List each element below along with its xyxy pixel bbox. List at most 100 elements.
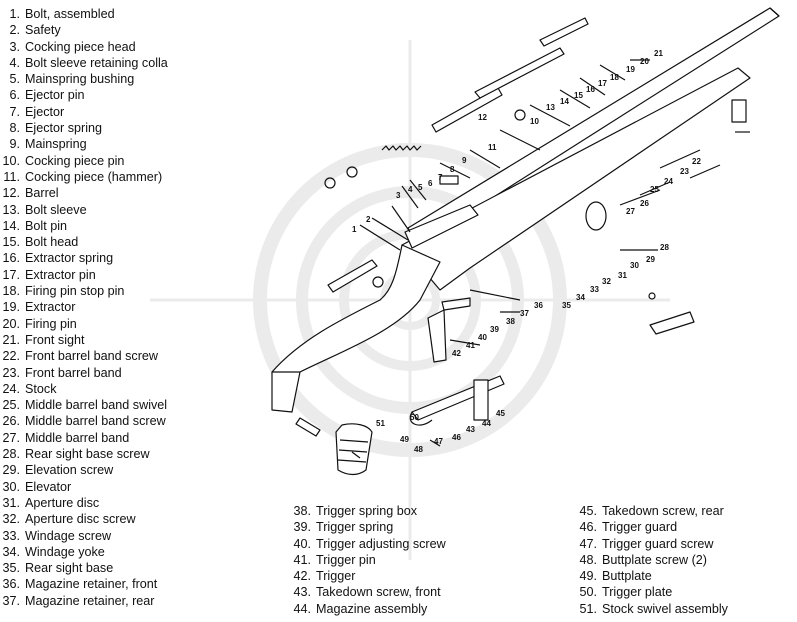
callout-23: 23 [680, 167, 689, 176]
legend-item-number: 10. [2, 153, 20, 168]
callout-28: 28 [660, 243, 669, 252]
legend-item-number: 40. [293, 536, 311, 551]
callout-26: 26 [640, 199, 649, 208]
callout-44: 44 [482, 419, 491, 428]
callout-50: 50 [410, 413, 419, 422]
callout-21: 21 [654, 49, 663, 58]
trigger-guard [411, 375, 505, 421]
legend-item: 8.Ejector spring [2, 120, 168, 136]
callout-5: 5 [418, 183, 423, 192]
callout-33: 33 [590, 285, 599, 294]
legend-item-number: 48. [579, 552, 597, 567]
legend-item-label: Mainspring [25, 137, 87, 152]
legend-item-label: Bolt sleeve retaining colla [25, 55, 168, 70]
stock-forend [401, 67, 751, 291]
buttplate [335, 423, 373, 476]
legend-item: 48. Buttplate screw (2) [573, 552, 728, 568]
callout-25: 25 [650, 185, 659, 194]
legend-item: 4.Bolt sleeve retaining colla [2, 55, 168, 71]
legend-item-number: 50. [579, 585, 597, 600]
legend-item-label: Front sight [25, 332, 85, 347]
legend-item-label: Trigger guard screw [602, 536, 714, 551]
callout-14: 14 [560, 97, 569, 106]
legend-item-label: Ejector spring [25, 121, 102, 136]
legend-item: 9.Mainspring [2, 136, 168, 152]
legend-item: 21. Front sight [2, 332, 168, 348]
mainspring [381, 145, 422, 151]
legend-item-number: 17. [2, 267, 20, 282]
legend-item-label: Front barrel band screw [25, 349, 158, 364]
callout-9: 9 [462, 156, 467, 165]
legend-item-label: Ejector pin [25, 88, 85, 103]
legend-item-number: 12. [2, 186, 20, 201]
legend-item-label: Extractor pin [25, 267, 96, 282]
legend-item-label: Trigger [316, 569, 356, 584]
callout-30: 30 [630, 261, 639, 270]
legend-item-number: 15. [2, 235, 20, 250]
callout-16: 16 [586, 85, 595, 94]
legend-item-label: Bolt, assembled [25, 7, 115, 21]
legend-item-label: Stock [25, 381, 57, 396]
legend-item-label: Bolt pin [25, 218, 68, 233]
legend-item-number: 16. [2, 251, 20, 266]
legend-item-number: 26. [2, 414, 20, 429]
legend-item: 27.Middle barrel band [2, 430, 168, 446]
legend-item-number: 5. [9, 72, 20, 87]
callout-15: 15 [574, 91, 583, 100]
legend-item: 20.Firing pin [2, 316, 168, 332]
callout-36: 36 [534, 301, 543, 310]
legend-item: 28.Rear sight base screw [2, 446, 168, 462]
callout-37: 37 [520, 309, 529, 318]
legend-item-label: Extractor [25, 300, 76, 315]
legend-item: 17. Extractor pin [2, 267, 168, 283]
legend-item-number: 38. [293, 504, 311, 518]
callout-12: 12 [478, 113, 487, 122]
legend-item-number: 35. [2, 561, 20, 576]
legend-item: 1.Bolt, assembled [2, 6, 168, 22]
legend-item-label: Middle barrel band swivel [25, 398, 168, 413]
legend-item-label: Cocking piece (hammer) [25, 169, 163, 184]
stock-butt [271, 244, 441, 413]
legend-item-number: 14. [2, 218, 20, 233]
legend-item-label: Magazine assembly [316, 601, 428, 616]
legend-item: 39.Trigger spring [287, 519, 446, 535]
legend-item: 45.Takedown screw, rear [573, 503, 728, 519]
legend-item-number: 29. [2, 463, 20, 478]
legend-item-label: Firing pin stop pin [25, 284, 125, 299]
callout-29: 29 [646, 255, 655, 264]
magazine [473, 379, 489, 421]
legend-item-label: Trigger guard [602, 520, 678, 535]
legend-item: 24.Stock [2, 381, 168, 397]
legend-item-number: 21. [2, 332, 20, 347]
legend-item: 2.Safety [2, 22, 168, 38]
legend-item-label: Buttplate screw (2) [602, 552, 707, 567]
legend-item-number: 22. [2, 349, 20, 364]
legend-item-label: Magazine retainer, rear [25, 593, 155, 608]
legend-item-label: Buttplate [602, 569, 652, 584]
legend-item-number: 6. [9, 88, 20, 103]
callout-13: 13 [546, 103, 555, 112]
callout-20: 20 [640, 57, 649, 66]
callout-1: 1 [352, 225, 357, 234]
callout-31: 31 [618, 271, 627, 280]
legend-item: 22. Front barrel band screw [2, 348, 168, 364]
callout-10: 10 [530, 117, 539, 126]
legend-item: 23.Front barrel band [2, 365, 168, 381]
legend-item-number: 23. [2, 365, 20, 380]
callout-47: 47 [434, 437, 443, 446]
callout-51: 51 [376, 419, 385, 428]
legend-item-number: 41. [293, 552, 311, 567]
legend-item: 14. Bolt pin [2, 218, 168, 234]
callout-38: 38 [506, 317, 515, 326]
legend-item-label: Aperture disc screw [25, 512, 136, 527]
callout-2: 2 [366, 215, 371, 224]
legend-item: 44.Magazine assembly [287, 601, 446, 617]
callout-numbers: 1 2 3 4 5 6 7 8 9 10 11 12 13 14 15 16 1… [352, 49, 701, 454]
legend-item-number: 25. [2, 398, 20, 413]
legend-item-label: Ejector [25, 104, 65, 119]
legend-item-label: Magazine retainer, front [25, 577, 158, 592]
legend-item-number: 46. [579, 520, 597, 535]
legend-item-number: 39. [293, 520, 311, 535]
legend-item-number: 31. [2, 495, 20, 510]
legend-item: 12.Barrel [2, 185, 168, 201]
